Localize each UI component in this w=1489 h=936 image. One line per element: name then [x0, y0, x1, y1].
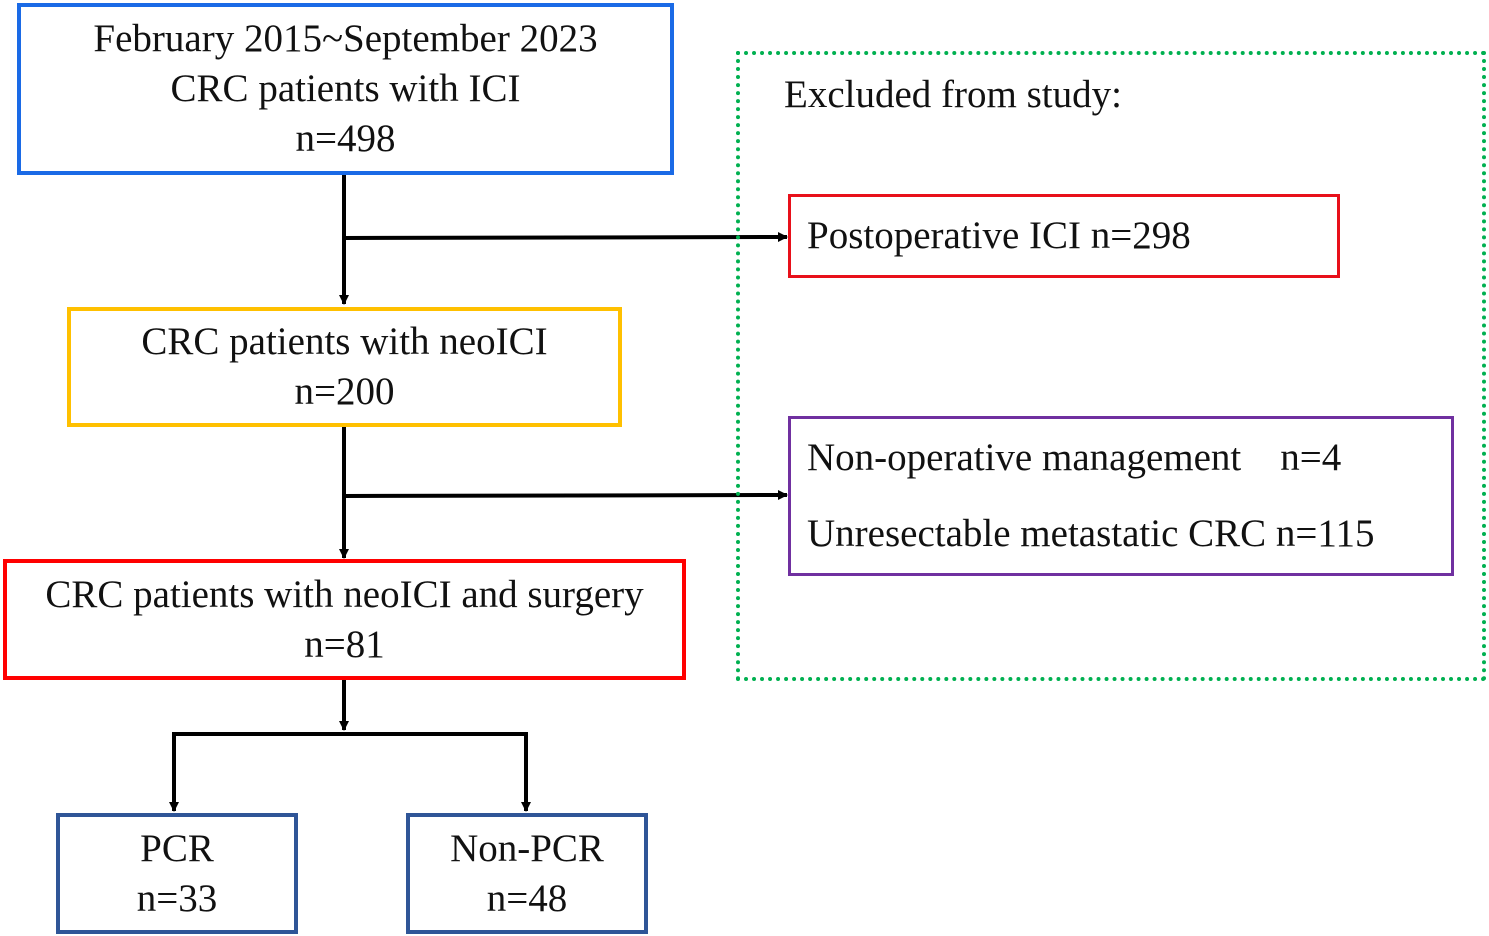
nonpcr-count: n=48	[486, 876, 568, 920]
neoici-population: CRC patients with neoICI	[141, 320, 548, 363]
unresectable-exclusion-text: Unresectable metastatic CRC n=115	[807, 512, 1375, 555]
surgery-box: CRC patients with neoICI and surgery n=8…	[3, 559, 686, 680]
neoici-box: CRC patients with neoICI n=200	[67, 307, 622, 427]
postop-exclusion-text: Postoperative ICI n=298	[807, 214, 1191, 257]
nonpcr-box: Non-PCR n=48	[406, 813, 648, 934]
nonoperative-exclusion-text: Non-operative management n=4	[807, 436, 1342, 479]
pcr-box: PCR n=33	[56, 813, 298, 934]
surgery-count: n=81	[304, 622, 385, 666]
neoici-count: n=200	[294, 370, 395, 413]
pcr-count: n=33	[136, 876, 218, 920]
arrow-to-postop-exclusion	[343, 232, 788, 243]
postop-exclusion-box: Postoperative ICI n=298	[788, 194, 1340, 278]
start-count: n=498	[295, 117, 396, 160]
pcr-label: PCR	[140, 826, 214, 870]
start-cohort-box: February 2015~September 2023 CRC patient…	[17, 3, 674, 175]
start-period: February 2015~September 2023	[93, 17, 598, 60]
surgery-population: CRC patients with neoICI and surgery	[45, 572, 644, 616]
arrow-to-other-exclusions	[343, 490, 788, 501]
other-exclusions-box: Non-operative management n=4 Unresectabl…	[788, 416, 1454, 576]
start-population: CRC patients with ICI	[170, 67, 521, 110]
exclusion-frame	[736, 51, 1486, 681]
nonpcr-label: Non-PCR	[450, 826, 604, 870]
exclusion-title: Excluded from study:	[784, 73, 1122, 116]
